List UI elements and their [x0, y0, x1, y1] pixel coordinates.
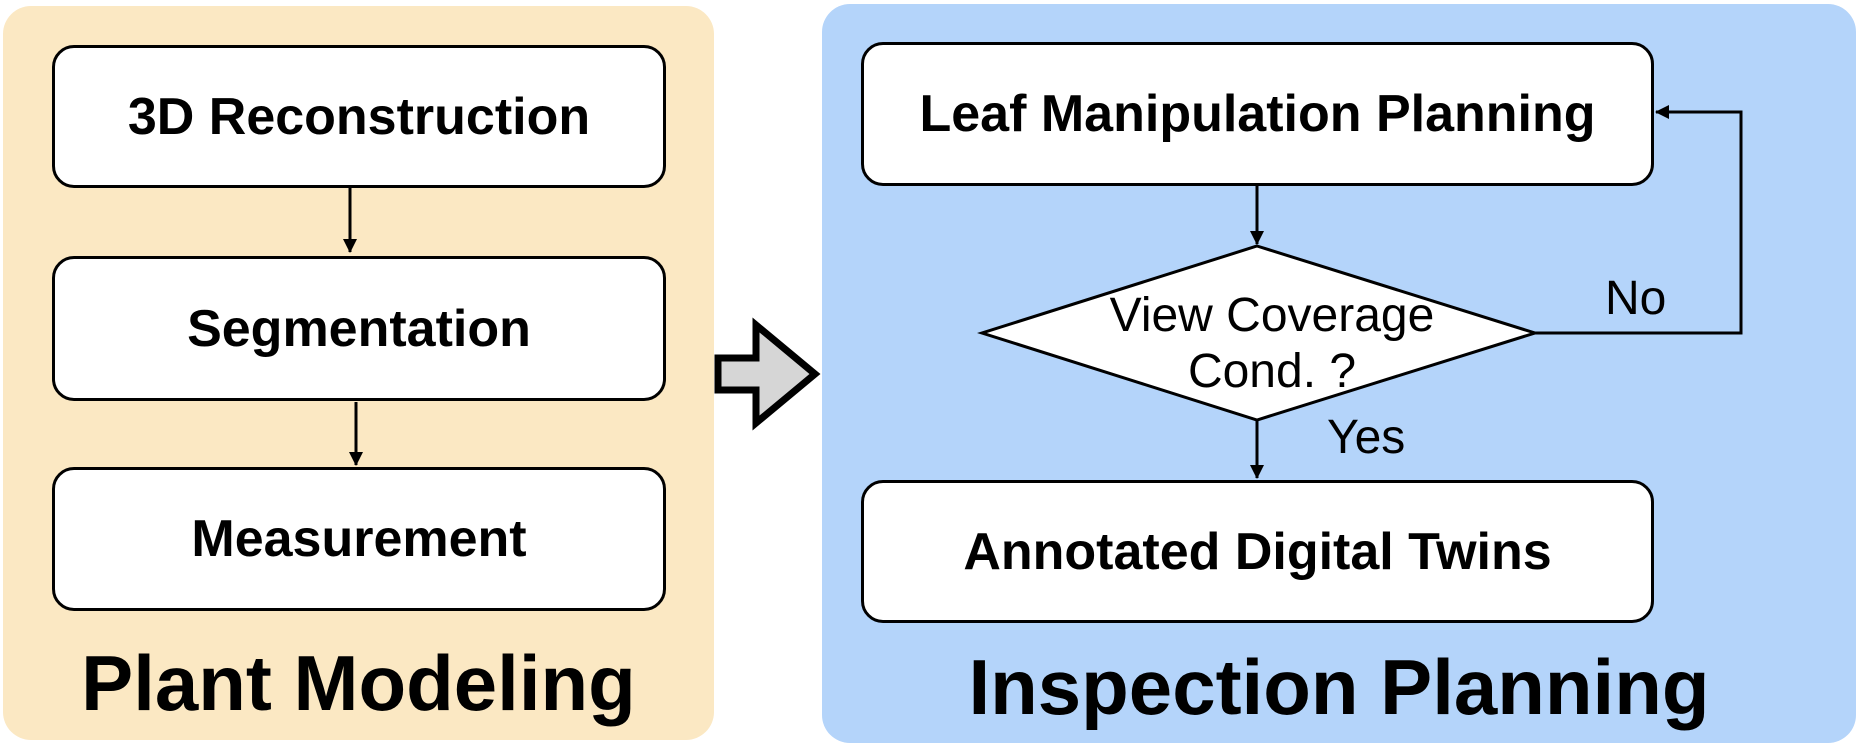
plant-modeling-title: Plant Modeling [81, 639, 636, 727]
annotated-digital-twins-label: Annotated Digital Twins [963, 522, 1552, 581]
decision-diamond [977, 244, 1541, 422]
yes-label: Yes [1327, 411, 1406, 464]
leaf-manipulation-planning-label: Leaf Manipulation Planning [919, 85, 1596, 143]
decision-line-2: Cond. ? [1187, 345, 1357, 398]
decision-text: View Coverage Cond. ? [1082, 288, 1462, 400]
step-measurement: Measurement [52, 467, 666, 611]
step-measurement-label: Measurement [191, 510, 527, 568]
arrow-no-loop-back [1535, 105, 1743, 335]
step-3d-reconstruction-label: 3D Reconstruction [127, 87, 591, 146]
annotated-digital-twins-box: Annotated Digital Twins [861, 480, 1654, 623]
step-segmentation-label: Segmentation [187, 299, 531, 358]
step-segmentation: Segmentation [52, 256, 666, 401]
block-arrow-right-icon [714, 317, 821, 431]
step-3d-reconstruction: 3D Reconstruction [52, 45, 666, 188]
inspection-planning-title: Inspection Planning [968, 643, 1710, 731]
no-label: No [1605, 272, 1667, 325]
leaf-manipulation-planning-box: Leaf Manipulation Planning [861, 42, 1654, 186]
decision-line-1: View Coverage [1109, 289, 1435, 342]
